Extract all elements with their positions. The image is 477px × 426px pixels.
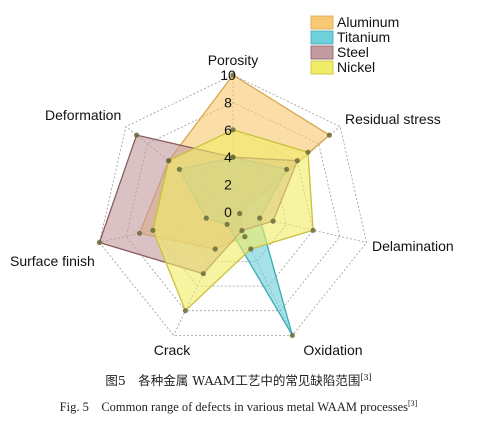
- data-point-steel: [134, 132, 140, 138]
- data-point-aluminum: [242, 234, 248, 240]
- legend-label-aluminum: Aluminum: [337, 14, 399, 30]
- axis-label-oxidation: Oxidation: [303, 342, 362, 358]
- axis-label-residual-stress: Residual stress: [345, 111, 441, 127]
- figure-caption-english: Fig. 5 Common range of defects in variou…: [0, 396, 477, 415]
- legend-label-steel: Steel: [337, 44, 369, 60]
- legend-label-nickel: Nickel: [337, 59, 375, 75]
- radial-tick-labels: 0 2 4 6 8 10: [220, 67, 236, 220]
- radar-points: [96, 72, 332, 338]
- axis-label-crack: Crack: [154, 342, 192, 358]
- caption-en-text: Fig. 5 Common range of defects in variou…: [59, 400, 408, 414]
- data-point-nickel: [182, 308, 188, 314]
- caption-en-ref: [3]: [408, 399, 418, 408]
- grid-ring: [98, 74, 368, 336]
- legend-swatch-steel: [310, 45, 334, 60]
- data-point-nickel: [248, 246, 254, 252]
- caption-cn-text: 图5 各种金属 WAAM工艺中的常见缺陷范围: [105, 373, 361, 388]
- data-point-titanium: [224, 221, 230, 227]
- data-point-steel: [294, 158, 300, 164]
- data-point-aluminum: [212, 246, 218, 252]
- legend-swatch-aluminum: [310, 15, 334, 30]
- data-point-steel: [96, 239, 102, 246]
- tick-label: 2: [224, 177, 232, 193]
- axis-label-surface-finish: Surface finish: [10, 253, 95, 269]
- tick-label: 0: [224, 204, 232, 220]
- axis-label-delamination: Delamination: [372, 238, 454, 254]
- legend-label-titanium: Titanium: [337, 29, 390, 45]
- caption-cn-ref: [3]: [360, 373, 372, 382]
- data-point-titanium: [289, 332, 295, 338]
- tick-label: 6: [224, 122, 232, 138]
- legend-swatch-nickel: [310, 60, 334, 75]
- tick-label: 4: [224, 149, 232, 165]
- tick-label: 8: [224, 94, 232, 110]
- data-point-titanium: [257, 215, 263, 221]
- data-point-nickel: [230, 127, 236, 133]
- tick-label: 10: [220, 67, 236, 83]
- grid-ring: [125, 101, 341, 312]
- axis-label-deformation: Deformation: [45, 107, 121, 123]
- data-point-nickel: [305, 149, 311, 155]
- data-point-nickel: [166, 158, 172, 164]
- data-point-steel: [230, 154, 236, 160]
- data-point-titanium: [284, 166, 290, 172]
- data-point-steel: [200, 271, 206, 277]
- axis-label-porosity: Porosity: [208, 52, 259, 68]
- data-point-aluminum: [136, 230, 143, 236]
- data-point-aluminum: [326, 132, 332, 138]
- data-point-nickel: [310, 227, 316, 233]
- series-nickel-area: [152, 129, 314, 312]
- data-point-steel: [270, 218, 276, 224]
- legend-swatch-titanium: [310, 30, 334, 45]
- data-point-titanium: [176, 166, 182, 172]
- data-point-aluminum: [237, 210, 243, 217]
- data-point-titanium: [203, 215, 209, 221]
- figure-caption-chinese: 图5 各种金属 WAAM工艺中的常见缺陷范围[3]: [0, 370, 477, 389]
- data-point-steel: [239, 227, 245, 234]
- radar-series: [98, 74, 331, 337]
- data-point-nickel: [150, 227, 156, 233]
- data-point-aluminum: [230, 72, 236, 78]
